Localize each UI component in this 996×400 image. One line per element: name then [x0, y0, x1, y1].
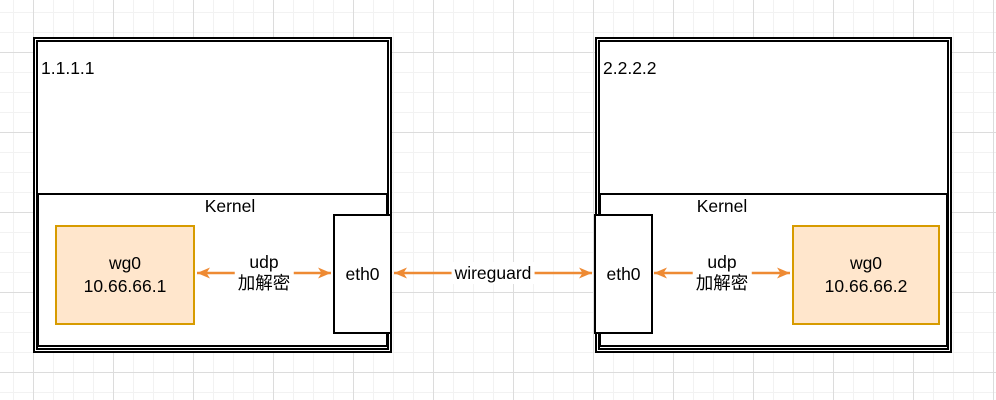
wg-ip-label: 10.66.66.1	[83, 276, 167, 296]
wg-interface-node-1: wg0 10.66.66.1	[55, 225, 195, 325]
wg-ip-label: 10.66.66.2	[824, 276, 908, 296]
public-ip-label-1: 1.1.1.1	[41, 58, 95, 78]
udp-label-line1: udp	[249, 252, 279, 272]
kernel-label-2: Kernel	[696, 196, 748, 216]
eth-name-label: eth0	[606, 263, 641, 284]
udp-label-2: udp 加解密	[692, 252, 752, 294]
udp-label-line2: 加解密	[695, 273, 749, 293]
udp-label-line2: 加解密	[237, 273, 291, 293]
udp-label-1: udp 加解密	[234, 252, 294, 294]
eth-interface-node-2: eth0	[594, 214, 653, 334]
eth-interface-node-1: eth0	[333, 214, 392, 334]
wg-name-label: wg0	[108, 253, 142, 273]
public-ip-label-2: 2.2.2.2	[603, 58, 657, 78]
eth-name-label: eth0	[345, 263, 380, 284]
wg-interface-node-2: wg0 10.66.66.2	[792, 225, 940, 325]
udp-label-line1: udp	[707, 252, 737, 272]
kernel-label-1: Kernel	[204, 196, 256, 216]
wg-name-label: wg0	[849, 253, 883, 273]
wireguard-label: wireguard	[451, 262, 535, 284]
